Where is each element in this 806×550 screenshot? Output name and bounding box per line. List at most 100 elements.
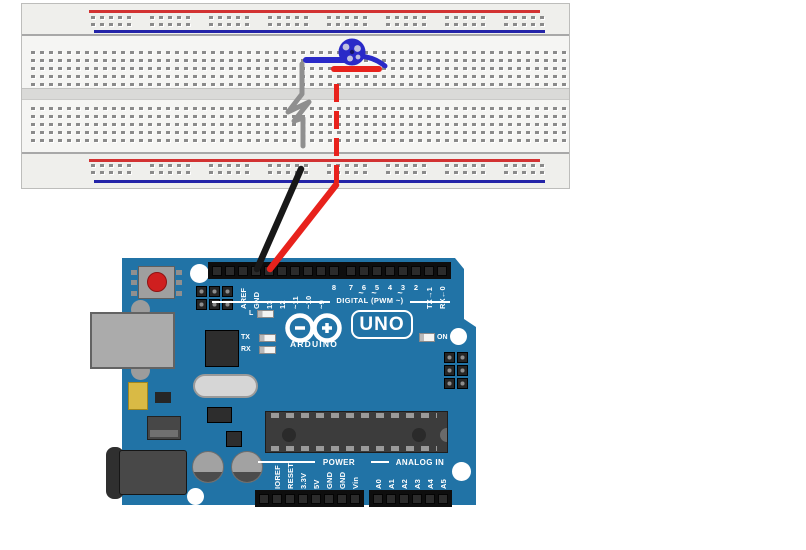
header-pin: [303, 265, 313, 276]
breadboard-hole: [445, 107, 449, 110]
breadboard-hole: [103, 107, 107, 110]
breadboard-hole: [283, 51, 287, 54]
breadboard-hole: [76, 107, 80, 110]
breadboard-hole: [274, 139, 278, 142]
breadboard-hole: [49, 75, 53, 78]
breadboard-hole: [535, 123, 539, 126]
reset-button-cap: [147, 272, 167, 292]
breadboard-hole: [364, 131, 368, 134]
breadboard-hole: [100, 23, 104, 26]
breadboard-hole: [40, 139, 44, 142]
breadboard-hole: [247, 131, 251, 134]
breadboard-hole: [40, 51, 44, 54]
breadboard-hole: [337, 59, 341, 62]
breadboard-hole: [127, 164, 131, 167]
breadboard-hole: [148, 51, 152, 54]
breadboard-hole: [310, 123, 314, 126]
breadboard-hole: [562, 59, 566, 62]
breadboard-hole: [508, 115, 512, 118]
icsp-pin: [457, 352, 468, 363]
breadboard-hole: [238, 107, 242, 110]
breadboard-hole: [109, 16, 113, 19]
breadboard-hole: [382, 131, 386, 134]
breadboard-hole: [157, 107, 161, 110]
breadboard-hole: [337, 107, 341, 110]
breadboard-hole: [265, 83, 269, 86]
breadboard-hole: [220, 107, 224, 110]
header-pin: [285, 493, 295, 504]
breadboard-hole: [103, 131, 107, 134]
breadboard-center-channel: [22, 88, 569, 100]
breadboard-hole: [31, 83, 35, 86]
breadboard-hole: [76, 51, 80, 54]
breadboard-hole: [186, 23, 190, 26]
arduino-logo-icon: [285, 313, 342, 343]
breadboard-hole: [238, 115, 242, 118]
breadboard-hole: [395, 164, 399, 167]
breadboard-hole: [373, 123, 377, 126]
breadboard-hole: [85, 131, 89, 134]
breadboard-hole: [301, 51, 305, 54]
breadboard-hole: [481, 171, 485, 174]
breadboard-hole: [193, 67, 197, 70]
breadboard-hole: [112, 75, 116, 78]
icsp-pin: [444, 352, 455, 363]
breadboard-hole: [112, 83, 116, 86]
reset-button-leg: [131, 291, 137, 296]
breadboard-hole: [301, 75, 305, 78]
breadboard-hole: [274, 107, 278, 110]
breadboard-hole: [319, 107, 323, 110]
breadboard-hole: [139, 139, 143, 142]
breadboard-hole: [85, 67, 89, 70]
breadboard-hole: [157, 67, 161, 70]
breadboard-hole: [292, 131, 296, 134]
breadboard-hole: [355, 75, 359, 78]
breadboard-hole: [274, 115, 278, 118]
breadboard-hole: [535, 139, 539, 142]
breadboard-hole: [355, 67, 359, 70]
header-pin: [238, 265, 248, 276]
breadboard-hole: [67, 67, 71, 70]
breadboard-hole: [211, 115, 215, 118]
breadboard-hole: [409, 51, 413, 54]
breadboard-hole: [268, 164, 272, 167]
breadboard-hole: [58, 83, 62, 86]
breadboard-hole: [499, 115, 503, 118]
breadboard-hole: [103, 59, 107, 62]
breadboard-hole: [112, 123, 116, 126]
breadboard-hole: [535, 115, 539, 118]
pin-label: A1: [387, 479, 396, 489]
breadboard-hole: [310, 115, 314, 118]
breadboard-hole: [85, 115, 89, 118]
breadboard-hole: [328, 75, 332, 78]
breadboard-hole: [58, 51, 62, 54]
breadboard-hole: [363, 16, 367, 19]
breadboard-hole: [220, 131, 224, 134]
breadboard-hole: [103, 83, 107, 86]
breadboard-hole: [175, 83, 179, 86]
power-caption: POWER: [322, 458, 356, 467]
breadboard-hole: [354, 164, 358, 167]
pin-label: TX→1: [425, 286, 434, 309]
breadboard-hole: [413, 171, 417, 174]
breadboard-hole: [76, 75, 80, 78]
breadboard-hole: [109, 23, 113, 26]
breadboard-hole: [436, 107, 440, 110]
breadboard-hole: [336, 171, 340, 174]
breadboard-hole: [382, 107, 386, 110]
chip-dot: [412, 428, 426, 442]
breadboard-hole: [91, 23, 95, 26]
breadboard-hole: [454, 23, 458, 26]
header-pin: [399, 493, 409, 504]
breadboard-hole: [238, 139, 242, 142]
breadboard-hole: [454, 115, 458, 118]
breadboard-hole: [400, 83, 404, 86]
breadboard-hole: [445, 23, 449, 26]
breadboard-hole: [522, 164, 526, 167]
breadboard-hole: [94, 67, 98, 70]
breadboard-hole: [121, 139, 125, 142]
breadboard-hole: [490, 139, 494, 142]
breadboard-hole: [121, 123, 125, 126]
breadboard-hole: [490, 59, 494, 62]
breadboard-hole: [121, 75, 125, 78]
